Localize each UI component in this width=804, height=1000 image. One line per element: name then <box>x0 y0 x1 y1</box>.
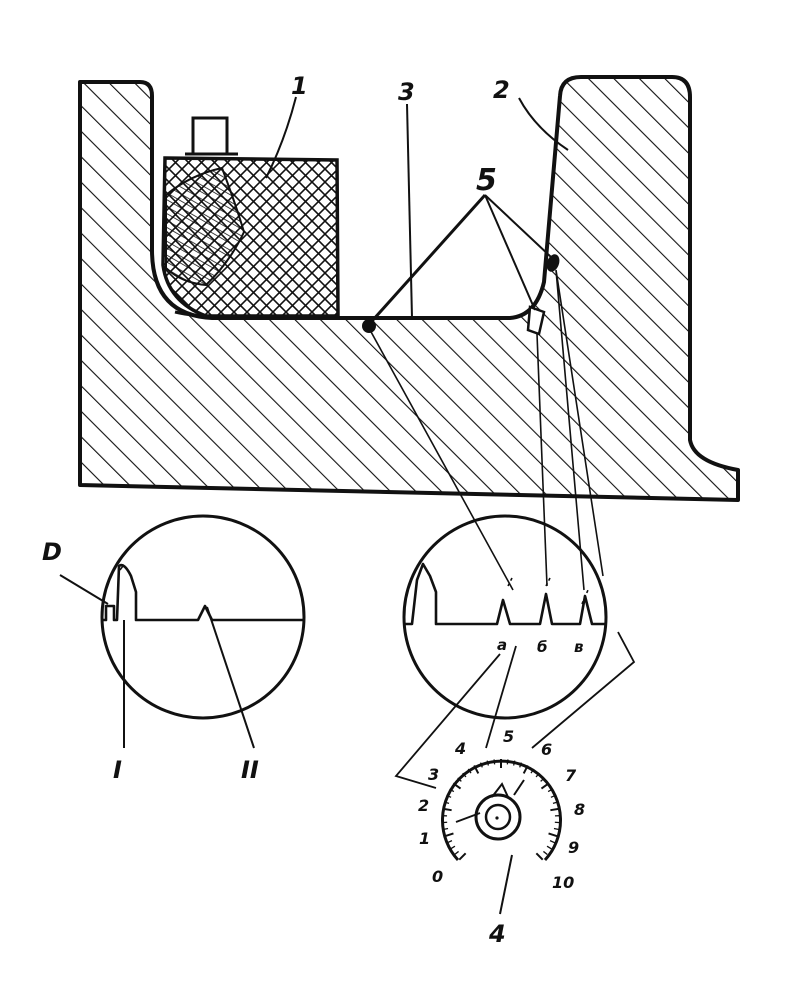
leader-3 <box>406 103 413 319</box>
screen-outline-left <box>100 514 306 720</box>
dial-tick <box>535 852 544 861</box>
dial-label-6: 6 <box>541 740 552 759</box>
leader-5a <box>370 193 487 323</box>
leader-D <box>59 574 109 605</box>
leader-5c <box>484 194 552 258</box>
dial-tick <box>540 777 545 782</box>
dial-tick <box>447 840 453 844</box>
depth-gauge-dial <box>441 759 562 915</box>
dial-tick <box>446 794 452 798</box>
dial-label-2: 2 <box>418 796 429 815</box>
dial-tick <box>547 788 553 793</box>
trace-left <box>102 563 304 622</box>
dial-tick <box>519 762 523 768</box>
probe-connector <box>191 116 229 156</box>
dial-label-9: 9 <box>568 838 579 857</box>
dial-label-0: 0 <box>432 867 443 886</box>
dial-tick <box>486 760 490 766</box>
defect-echo-lines <box>369 269 604 591</box>
dial-tick <box>553 827 559 831</box>
dial-tick <box>467 768 472 774</box>
dial-tick <box>473 764 480 774</box>
dial-tick <box>450 845 456 850</box>
dial-tick <box>444 801 450 804</box>
leader-4 <box>499 854 513 915</box>
label-part-3: 3 <box>398 78 415 106</box>
label-pulse-a: a <box>497 636 507 654</box>
label-pulse-b: б <box>537 638 547 656</box>
dial-tick <box>522 764 529 774</box>
label-part-1: 1 <box>291 72 308 100</box>
dial-tick <box>442 807 452 812</box>
dial-label-5: 5 <box>503 727 514 746</box>
dial-tick <box>535 772 540 778</box>
label-part-2: 2 <box>493 76 510 104</box>
dial-knob-center <box>495 816 499 820</box>
defect-a <box>362 319 376 333</box>
piezo-element <box>165 166 246 287</box>
dial-tick <box>444 832 454 838</box>
dial-tick <box>443 827 449 831</box>
dial-tick <box>548 832 558 838</box>
dial-scale-labels: 0 1 2 3 4 5 6 7 8 9 10 <box>418 727 585 892</box>
dial-label-1: 1 <box>419 829 430 848</box>
dial-tick <box>506 759 509 765</box>
dial-tick <box>449 788 455 793</box>
label-marker-II: II <box>241 756 259 784</box>
dial-tick <box>550 794 556 798</box>
defect-b <box>526 305 546 336</box>
dial-tick <box>493 759 496 765</box>
projection-line-c <box>555 269 604 591</box>
dial-pointers <box>455 779 525 823</box>
dial-tick <box>540 782 550 790</box>
leader-5b <box>484 194 536 311</box>
label-marker-I: I <box>113 756 122 784</box>
dial-tick <box>458 852 467 861</box>
dial-tick <box>552 801 558 804</box>
dial-ticks <box>442 759 560 861</box>
label-leaders <box>265 96 569 323</box>
dial-tick <box>530 768 535 774</box>
dial-tick <box>452 782 462 790</box>
dial-tick <box>549 840 555 844</box>
screen-to-dial-lines <box>394 631 636 789</box>
dial-tick <box>462 772 467 778</box>
oscilloscope-screen-defects <box>402 514 608 720</box>
dial-tick <box>543 850 548 856</box>
weld-cross-section <box>78 75 740 502</box>
dial-tick <box>512 760 516 766</box>
dial-label-10: 10 <box>552 873 574 892</box>
dial-tick <box>479 762 483 768</box>
dial-label-8: 8 <box>574 800 585 819</box>
leader-2 <box>518 97 569 151</box>
dial-tick <box>457 777 462 782</box>
trace-right <box>404 562 606 626</box>
dial-label-3: 3 <box>428 765 439 784</box>
dial-label-4: 4 <box>454 739 466 758</box>
projection-line-a <box>369 329 514 591</box>
projection-line-b <box>536 333 548 587</box>
oscilloscope-screen-reference <box>59 514 306 749</box>
defect-c <box>546 254 560 272</box>
label-initial-pulse-D: D <box>42 538 62 566</box>
probe-transducer <box>161 116 340 318</box>
label-part-5: 5 <box>476 163 497 198</box>
base-plate-section <box>78 75 740 502</box>
dial-tick <box>454 850 459 856</box>
label-part-4: 4 <box>488 920 506 948</box>
dial-tick <box>550 807 560 812</box>
label-pulse-c: в <box>574 638 584 656</box>
screen-outline-right <box>402 514 608 720</box>
dial-label-7: 7 <box>565 766 577 785</box>
dial-tick <box>546 845 552 850</box>
leader-II <box>206 606 255 749</box>
leader-1 <box>265 96 297 179</box>
